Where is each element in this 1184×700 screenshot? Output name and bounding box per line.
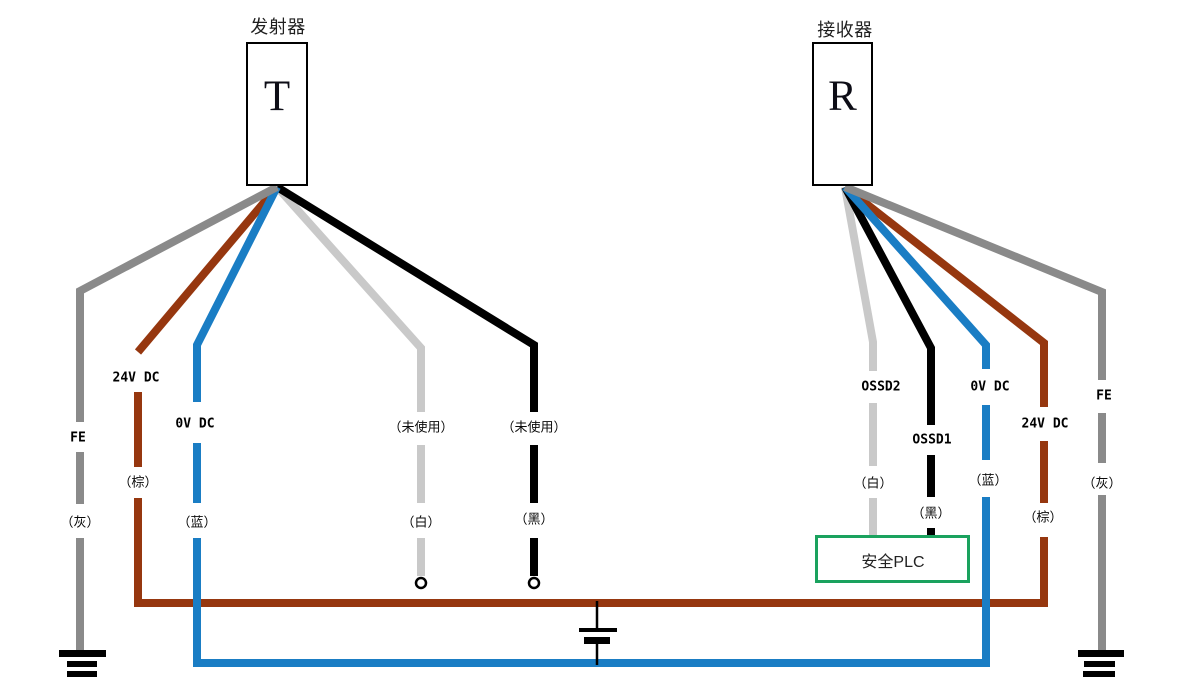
safety-plc-box bbox=[815, 535, 970, 583]
gray-fe-wires bbox=[76, 183, 1106, 651]
right-ground-bar1 bbox=[1078, 650, 1124, 657]
t-black-open-terminal bbox=[527, 576, 541, 590]
label-unused-black: （未使用） bbox=[501, 419, 567, 435]
t-brown-diagonal bbox=[134, 184, 281, 355]
receiver-title: 接收器 bbox=[817, 20, 873, 40]
receiver-box: R bbox=[812, 42, 873, 186]
label-blue-left: （蓝） bbox=[177, 514, 217, 530]
left-ground-bar1 bbox=[59, 650, 106, 657]
t-gray-diagonal bbox=[76, 183, 279, 422]
label-24v-right: 24V DC bbox=[1021, 416, 1069, 432]
r-black-diagonal bbox=[841, 185, 935, 425]
transmitter-box: T bbox=[246, 42, 308, 186]
label-0v-left: 0V DC bbox=[175, 416, 215, 432]
dc-supply-symbol bbox=[579, 601, 617, 665]
left-ground-bar2 bbox=[67, 661, 97, 667]
r-white-diagonal bbox=[841, 186, 877, 371]
receiver-ossd2-white-wire bbox=[841, 186, 877, 537]
t-white-diagonal bbox=[274, 184, 425, 412]
label-gray-left: （灰） bbox=[60, 514, 100, 530]
right-ground-bar2 bbox=[1084, 661, 1115, 667]
label-ossd1: OSSD1 bbox=[912, 432, 952, 448]
t-blue-diagonal bbox=[193, 185, 281, 402]
transmitter-white-wire bbox=[274, 184, 428, 590]
label-blue-right: （蓝） bbox=[968, 472, 1008, 488]
safety-plc-label: 安全PLC bbox=[861, 554, 925, 571]
label-unused-white: （未使用） bbox=[388, 419, 454, 435]
label-fe-left: FE bbox=[70, 430, 86, 446]
left-ground-bar3 bbox=[67, 671, 97, 677]
transmitter-title: 发射器 bbox=[250, 17, 306, 37]
label-brown-right: （棕） bbox=[1023, 509, 1063, 525]
label-white-left: （白） bbox=[401, 514, 441, 530]
label-ossd2: OSSD2 bbox=[861, 379, 901, 395]
left-ground-symbol bbox=[59, 650, 106, 677]
t-black-diagonal bbox=[274, 183, 538, 412]
blue-bottom-bus bbox=[193, 497, 990, 667]
receiver-symbol: R bbox=[828, 73, 857, 120]
t-white-open-terminal bbox=[414, 576, 428, 590]
r-brown-diagonal bbox=[842, 183, 1048, 407]
r-blue-diagonal bbox=[842, 184, 990, 369]
label-white-right: （白） bbox=[853, 475, 893, 491]
r-gray-diagonal bbox=[843, 183, 1106, 380]
label-black-left: （黑） bbox=[514, 511, 554, 527]
dc-supply-long-plate bbox=[579, 628, 617, 632]
transmitter-symbol: T bbox=[263, 73, 291, 120]
right-ground-bar3 bbox=[1083, 671, 1115, 677]
brown-24v-wires bbox=[134, 183, 1048, 607]
label-black-right: （黑） bbox=[911, 505, 951, 521]
brown-bottom-bus bbox=[134, 498, 1048, 607]
transmitter-black-wire bbox=[274, 183, 541, 590]
label-24v-left: 24V DC bbox=[112, 370, 160, 386]
label-fe-right: FE bbox=[1096, 388, 1112, 404]
label-gray-right: （灰） bbox=[1082, 475, 1122, 491]
label-0v-right: 0V DC bbox=[970, 379, 1010, 395]
right-ground-symbol bbox=[1078, 650, 1124, 677]
dc-supply-short-plate bbox=[584, 637, 610, 644]
blue-0v-wires bbox=[193, 184, 990, 667]
label-brown-left: （棕） bbox=[118, 474, 158, 490]
